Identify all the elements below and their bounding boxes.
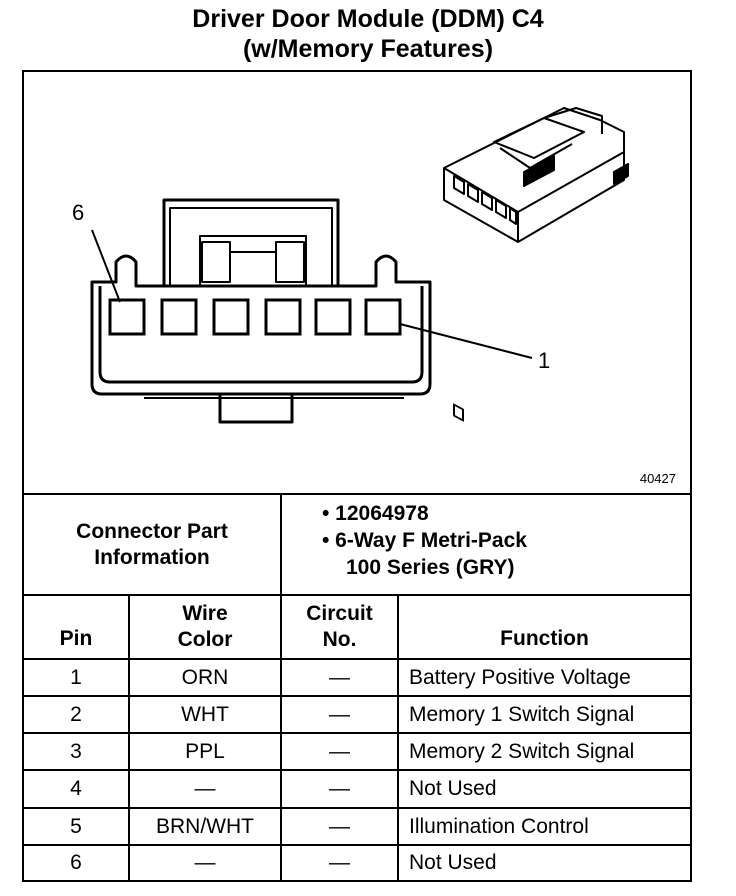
cavity-6 [108, 298, 146, 336]
table-cell-pin: 1 [70, 665, 82, 689]
table-cell-function: Battery Positive Voltage [409, 665, 631, 689]
connector-diagram: 6 1 40427 [24, 72, 690, 494]
row-divider [22, 807, 692, 809]
table-cell-function: Memory 2 Switch Signal [409, 739, 635, 763]
table-cell-wire-color: — [194, 851, 216, 874]
table-cell-pin: 6 [70, 851, 82, 874]
table-cell-pin: 2 [70, 702, 82, 726]
connector-face-outline [90, 254, 432, 396]
table-cell-function: Illumination Control [409, 814, 589, 838]
divider-diagram [22, 493, 692, 495]
info-column-divider [280, 493, 282, 596]
header-wire-color: Wire Color [177, 602, 233, 651]
table-cell-wire-color: PPL [185, 739, 225, 763]
part-number: • 12064978 [322, 502, 429, 525]
row-divider [22, 732, 692, 734]
header-pin: Pin [59, 627, 93, 650]
table-cell-pin: 3 [70, 739, 82, 763]
leader-line-1 [399, 323, 533, 359]
column-divider [128, 594, 130, 882]
page-subtitle: (w/Memory Features) [242, 35, 494, 63]
pin-1-label: 1 [538, 348, 551, 373]
table-cell-pin: 4 [70, 777, 82, 800]
page-title: Driver Door Module (DDM) C4 [192, 5, 544, 33]
table-cell-circuit: — [329, 777, 350, 800]
table-cell-circuit: — [329, 739, 350, 763]
connector-info-label: Connector Part Information [76, 519, 228, 569]
table-cell-function: Not Used [409, 851, 497, 874]
connector-inner-outline [98, 286, 424, 384]
connector-description: • 6-Way F Metri-Pack [322, 529, 527, 552]
column-divider [397, 594, 399, 882]
cavity-4 [212, 298, 250, 336]
bottom-key [218, 392, 294, 424]
connector-sheet-frame [22, 70, 692, 882]
header-function: Function [500, 627, 589, 650]
table-cell-pin: 5 [70, 814, 82, 838]
cavity-1 [364, 298, 402, 336]
connector-drawing [90, 107, 629, 424]
leader-line-6 [91, 229, 121, 303]
table-cell-circuit: — [329, 851, 350, 874]
row-divider [22, 769, 692, 771]
table-cell-function: Memory 1 Switch Signal [409, 702, 635, 726]
column-divider [280, 594, 282, 882]
row-divider [22, 844, 692, 846]
table-cell-wire-color: — [194, 777, 216, 800]
figure-number: 40427 [639, 471, 676, 486]
lock-tab [162, 198, 340, 286]
table-cell-wire-color: ORN [181, 665, 229, 689]
cavity-2 [314, 298, 352, 336]
table-cell-circuit: — [329, 814, 350, 838]
cavity-3 [264, 298, 302, 336]
table-cell-circuit: — [329, 702, 350, 726]
table-cell-circuit: — [329, 665, 350, 689]
table-cell-wire-color: BRN/WHT [156, 814, 254, 838]
pin-6-label: 6 [72, 200, 85, 225]
table-cell-wire-color: WHT [181, 702, 229, 726]
header-circuit-no: Circuit No. [306, 602, 373, 651]
connector-series: 100 Series (GRY) [346, 556, 515, 579]
table-cell-function: Not Used [409, 777, 497, 800]
row-divider [22, 695, 692, 697]
divider-header [22, 658, 692, 660]
connector-iso-view [443, 107, 629, 422]
divider-info [22, 594, 692, 596]
connector-info-values: • 12064978 • 6-Way F Metri-Pack 100 Seri… [322, 500, 527, 581]
cavity-5 [160, 298, 198, 336]
